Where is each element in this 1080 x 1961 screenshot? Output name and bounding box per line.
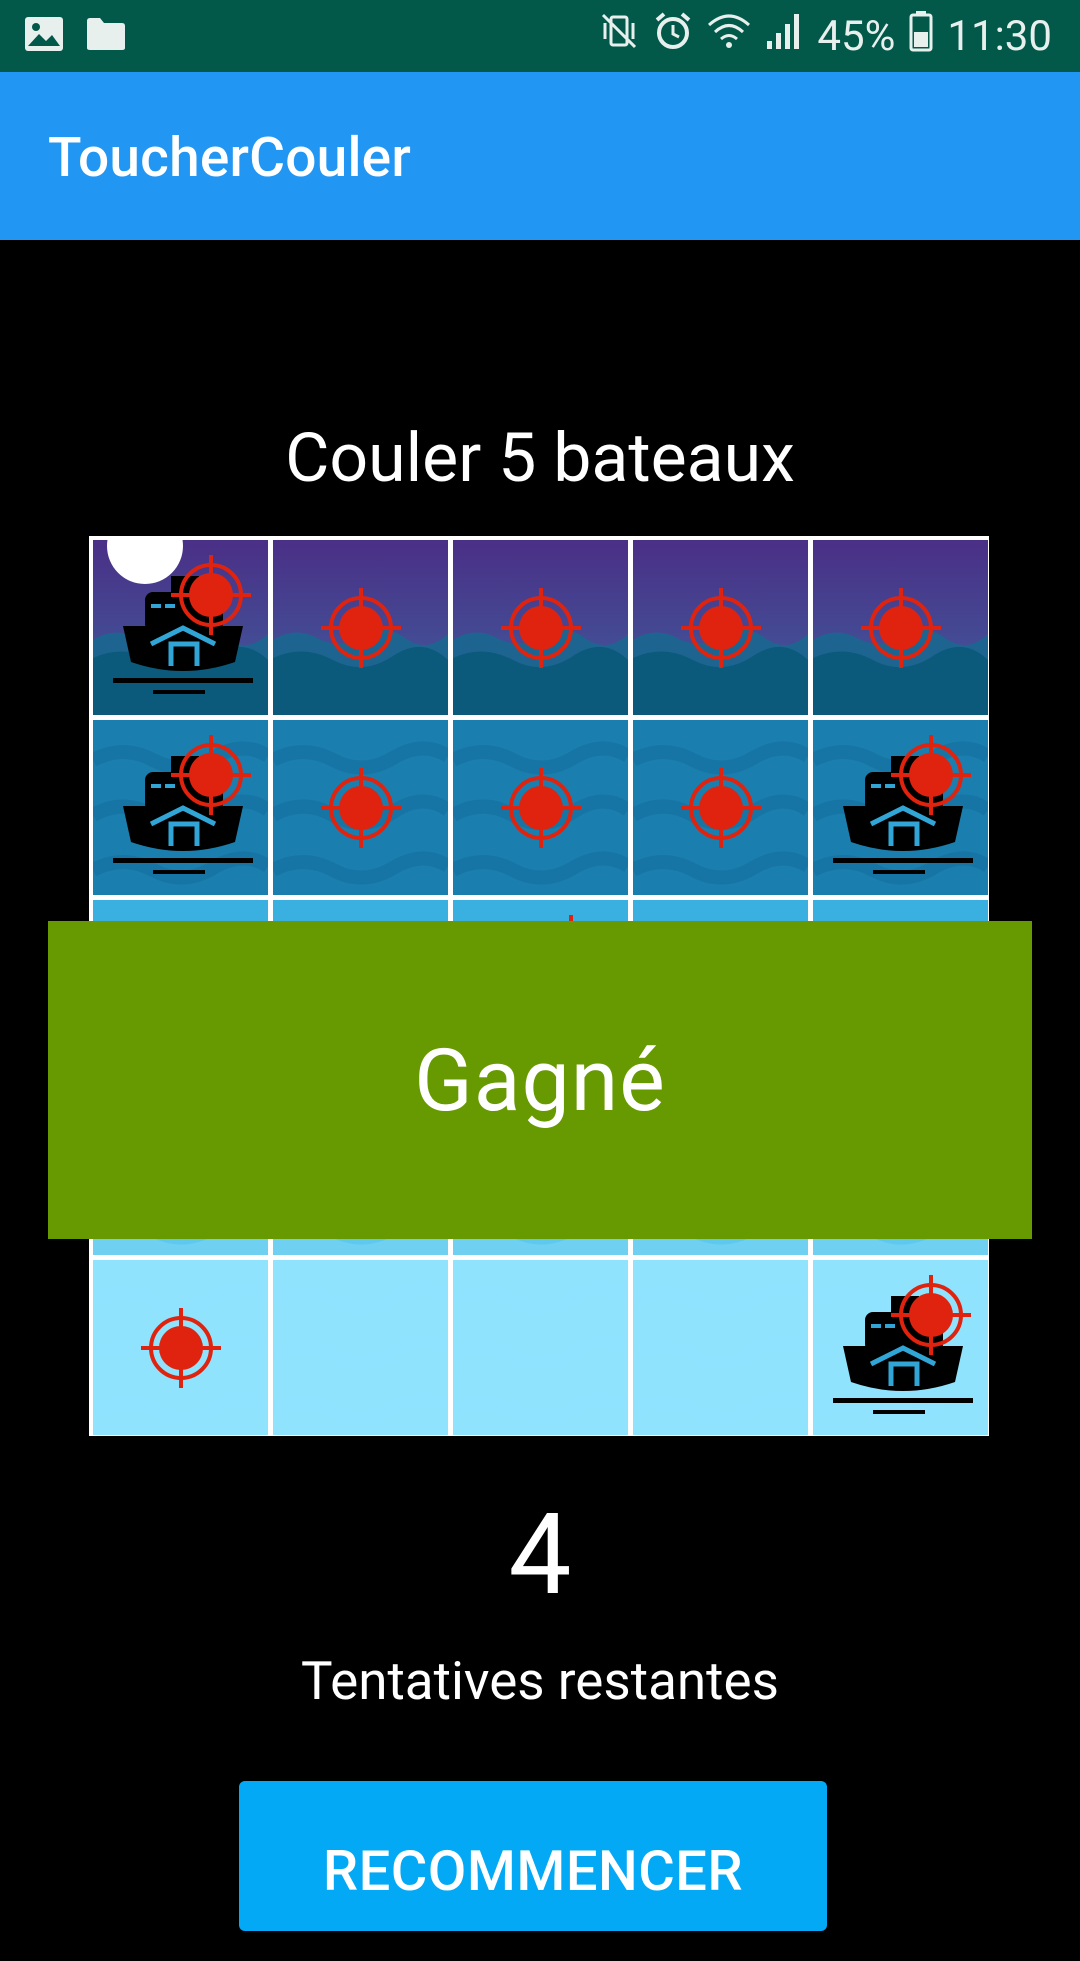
target-icon: [273, 540, 448, 715]
status-left-icons: [24, 16, 126, 56]
restart-button[interactable]: RECOMMENCER: [239, 1781, 827, 1931]
result-text: Gagné: [414, 1029, 666, 1131]
clock: 11:30: [947, 12, 1052, 61]
board-cell[interactable]: [633, 540, 808, 715]
image-icon: [24, 16, 64, 56]
sunk-ship-icon: [813, 1260, 988, 1435]
board-cell[interactable]: [813, 1260, 988, 1435]
app-title: ToucherCouler: [48, 126, 411, 190]
status-bar: 45% 11:30: [0, 0, 1080, 72]
sunk-ship-icon: [813, 720, 988, 895]
board-cell[interactable]: [273, 1260, 448, 1435]
board-cell[interactable]: [633, 1260, 808, 1435]
result-banner: Gagné: [48, 921, 1032, 1239]
vibrate-icon: [599, 11, 639, 62]
objective-text: Couler 5 bateaux: [285, 418, 795, 498]
water-icon: [633, 1260, 808, 1435]
board-cell[interactable]: [93, 720, 268, 895]
board-cell[interactable]: [453, 720, 628, 895]
target-icon: [453, 720, 628, 895]
attempts-label: Tentatives restantes: [301, 1650, 779, 1712]
target-icon: [813, 540, 988, 715]
board-cell[interactable]: [93, 540, 268, 715]
status-right: 45% 11:30: [599, 10, 1052, 63]
board-cell[interactable]: [273, 720, 448, 895]
battery-icon: [909, 10, 933, 63]
target-icon: [633, 540, 808, 715]
signal-icon: [765, 11, 803, 62]
board-cell[interactable]: [633, 720, 808, 895]
water-icon: [453, 1260, 628, 1435]
folder-icon: [86, 17, 126, 55]
board-cell[interactable]: [93, 1260, 268, 1435]
battery-percent: 45%: [817, 12, 896, 61]
target-icon: [453, 540, 628, 715]
board-cell[interactable]: [273, 540, 448, 715]
wifi-icon: [707, 11, 751, 62]
target-icon: [93, 1260, 268, 1435]
board-cell[interactable]: [813, 540, 988, 715]
board-cell[interactable]: [453, 540, 628, 715]
target-icon: [633, 720, 808, 895]
sunk-ship-icon: [93, 540, 268, 715]
alarm-icon: [653, 11, 693, 62]
sunk-ship-icon: [93, 720, 268, 895]
board-cell[interactable]: [453, 1260, 628, 1435]
attempts-count: 4: [508, 1490, 572, 1621]
target-icon: [273, 720, 448, 895]
app-bar: ToucherCouler: [0, 72, 1080, 240]
water-icon: [273, 1260, 448, 1435]
board-cell[interactable]: [813, 720, 988, 895]
